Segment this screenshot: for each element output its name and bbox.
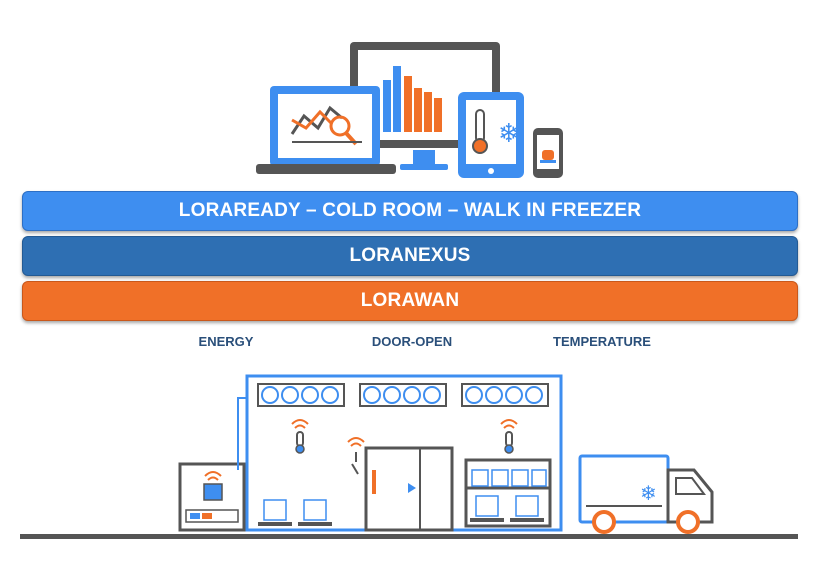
fan-icon <box>465 386 483 404</box>
ground-line <box>20 534 798 539</box>
fan-icon <box>505 386 523 404</box>
fan-icon <box>281 386 299 404</box>
door-sensor <box>347 437 365 475</box>
thermometer-icon <box>472 109 488 154</box>
temperature-sensor-right <box>500 419 518 454</box>
tablet-icon: ❄ <box>458 92 524 178</box>
fan-icon <box>261 386 279 404</box>
truck-icon: ❄ <box>578 454 714 534</box>
fan-unit-1 <box>257 383 345 407</box>
fan-icon <box>525 386 543 404</box>
snowflake-icon: ❄ <box>640 481 657 505</box>
laptop-icon <box>256 86 396 174</box>
cold-room-outline <box>245 374 563 532</box>
fan-icon <box>301 386 319 404</box>
box-icon <box>515 495 539 517</box>
energy-label: ENERGY <box>198 334 254 349</box>
box-icon <box>263 499 287 521</box>
fan-icon <box>383 386 401 404</box>
temperature-sensor-left <box>291 419 309 454</box>
loranexus-layer-bar: LORANEXUS <box>22 236 798 276</box>
fan-icon <box>321 386 339 404</box>
fan-icon <box>363 386 381 404</box>
fan-unit-3 <box>461 383 549 407</box>
shelf-rack <box>464 458 552 528</box>
power-cable <box>237 397 262 470</box>
box-icon <box>475 495 499 517</box>
temperature-label: TEMPERATURE <box>553 334 651 349</box>
box-icon <box>471 469 489 487</box>
loraready-layer-bar: LORAREADY – COLD ROOM – WALK IN FREEZER <box>22 191 798 231</box>
smartphone-icon <box>533 128 563 178</box>
box-icon <box>491 469 509 487</box>
snowflake-icon: ❄ <box>498 119 520 149</box>
devices-illustration: ❄ <box>256 42 563 178</box>
box-icon <box>531 469 547 487</box>
fan-unit-2 <box>359 383 447 407</box>
fan-icon <box>403 386 421 404</box>
door-open-label: DOOR-OPEN <box>371 334 453 349</box>
fan-icon <box>423 386 441 404</box>
energy-meter-icon <box>178 462 246 532</box>
box-icon <box>303 499 327 521</box>
floor-pallets <box>258 499 332 526</box>
box-icon <box>511 469 529 487</box>
cold-room-door <box>364 446 454 532</box>
fan-icon <box>485 386 503 404</box>
lorawan-layer-bar: LORAWAN <box>22 281 798 321</box>
